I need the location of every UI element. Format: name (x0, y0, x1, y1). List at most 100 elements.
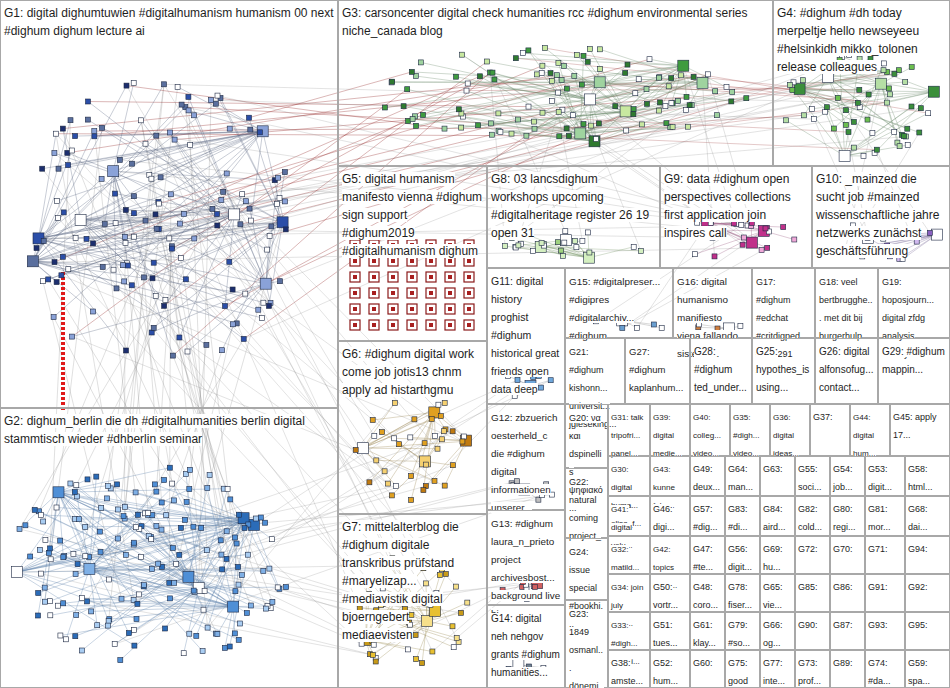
vertex-icon (106, 484, 111, 489)
vertex-edge (60, 607, 233, 636)
vertex-icon (620, 106, 631, 117)
vertex-mark (353, 275, 357, 279)
vertex-icon (647, 57, 652, 62)
vertex-icon (464, 304, 474, 314)
vertex-icon (162, 303, 167, 308)
vertex-icon (633, 91, 638, 96)
vertex-icon (831, 126, 836, 131)
vertex-icon (141, 583, 146, 588)
cluster-edges (17, 48, 937, 674)
vertex-icon (588, 123, 593, 128)
vertex-icon (111, 267, 116, 272)
vertex-edge (459, 109, 595, 141)
vertex-icon (97, 529, 102, 534)
vertex-icon (465, 600, 470, 605)
inter-group-edge (17, 565, 390, 572)
vertex-icon (407, 272, 417, 282)
vertex-icon (43, 537, 48, 542)
vertex-edge (172, 484, 233, 607)
vertex-icon (436, 402, 441, 407)
vertex-icon (117, 157, 122, 162)
vertex-icon (585, 230, 590, 235)
vertex-mark (448, 275, 452, 279)
group-box: G39: digital medie... (650, 404, 690, 456)
group-label: G83: #di... (728, 504, 748, 532)
vertex-icon (367, 480, 372, 485)
group-box: G42: topics beyo... (650, 536, 690, 574)
vertex-edge (567, 66, 684, 129)
group-label: G48: coro... (693, 582, 718, 610)
vertex-icon (414, 123, 419, 128)
group-label: G52: hum... (653, 658, 678, 686)
vertex-edge (54, 131, 263, 317)
vertex-icon (222, 645, 227, 650)
vertex-icon (645, 101, 650, 106)
vertex-icon (48, 557, 53, 562)
vertex-icon (187, 631, 192, 636)
vertex-icon (68, 481, 73, 486)
vertex-icon (40, 279, 45, 284)
vertex-icon (385, 481, 390, 486)
vertex-icon (712, 254, 717, 259)
vertex-icon (42, 585, 47, 590)
vertex-icon (270, 599, 275, 604)
vertex-icon (210, 206, 215, 211)
vertex-icon (265, 247, 270, 252)
vertex-icon (150, 567, 155, 572)
vertex-icon (372, 433, 377, 438)
vertex-edge (141, 120, 266, 283)
vertex-icon (37, 547, 42, 552)
group-label: G54: job... (833, 464, 853, 492)
vertex-icon (172, 498, 177, 503)
group-box: G36: digital ideas... (770, 404, 810, 456)
vertex-icon (260, 315, 265, 320)
group-label: G90: (798, 620, 818, 630)
vertex-icon (440, 437, 445, 442)
group-box: G19: hoposjourn... digital zfdg analysis… (878, 268, 950, 338)
group-label: G60: (693, 658, 713, 668)
group-label: G36: digital ideas... (773, 413, 799, 458)
vertex-icon (131, 211, 136, 216)
vertex-icon (917, 130, 922, 135)
group-label: G1: digital dighumtuwien #digitalhumanis… (4, 6, 334, 38)
vertex-edge (81, 220, 244, 339)
vertex-icon (264, 606, 269, 611)
group-label: G75: good (728, 658, 748, 686)
vertex-icon (230, 322, 235, 327)
vertex-edge (445, 441, 466, 486)
vertex-edge (825, 112, 844, 156)
vertex-icon (456, 107, 461, 112)
vertex-icon (870, 131, 875, 136)
vertex-icon (524, 133, 529, 138)
vertex-edge (57, 131, 263, 201)
group-box: G94: (905, 536, 950, 574)
vertex-mark (429, 323, 433, 327)
vertex-icon (464, 272, 474, 282)
vertex-icon (460, 439, 465, 444)
vertex-icon (454, 584, 459, 589)
vertex-icon (167, 130, 172, 135)
group-label: G68: dai... (908, 504, 928, 532)
vertex-edge (82, 518, 244, 650)
vertex-edge (244, 518, 278, 587)
vertex-icon (194, 633, 199, 638)
group-label: G86: (833, 582, 853, 592)
vertex-icon (115, 536, 120, 541)
vertex-edge (263, 131, 286, 229)
vertex-icon (36, 613, 41, 618)
vertex-icon (697, 77, 708, 88)
vertex-edge (845, 108, 921, 156)
vertex-icon (564, 86, 569, 91)
vertex-icon (658, 100, 663, 105)
vertex-icon (95, 623, 100, 628)
vertex-icon (202, 588, 207, 593)
vertex-edge (89, 508, 101, 569)
group-box: G69: hu... (760, 536, 795, 574)
vertex-edge (113, 171, 275, 180)
vertex-icon (99, 505, 104, 510)
vertex-icon (154, 523, 159, 528)
group-label: G9: data #dighum open perspectives colle… (664, 172, 791, 240)
vertex-icon (132, 628, 137, 633)
vertex-icon (445, 288, 455, 298)
vertex-icon (851, 119, 856, 124)
